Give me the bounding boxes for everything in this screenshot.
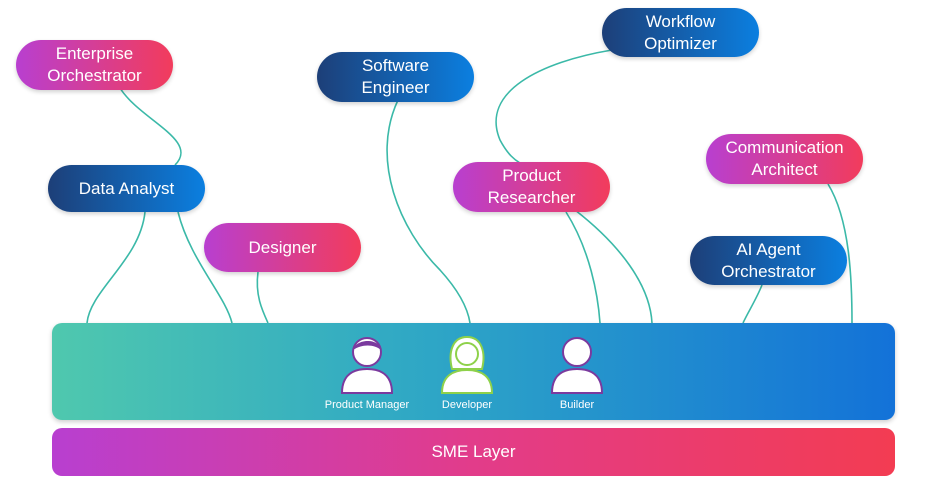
persona-label: Builder bbox=[559, 399, 595, 411]
connector-product-researcher-left bbox=[565, 211, 601, 324]
connector-data-analyst-left bbox=[86, 211, 146, 324]
connector-communication-architect bbox=[827, 183, 853, 324]
role-ai-agent-orchestrator: AI Agent Orchestrator bbox=[690, 236, 847, 285]
role-workflow-optimizer: Workflow Optimizer bbox=[602, 8, 759, 57]
product-manager-icon bbox=[340, 337, 394, 394]
role-product-researcher: Product Researcher bbox=[453, 162, 610, 212]
connector-data-analyst-right bbox=[177, 211, 233, 324]
persona-label: Product Manager bbox=[324, 399, 410, 411]
role-enterprise-orchestrator: Enterprise Orchestrator bbox=[16, 40, 173, 90]
connector-ai-agent-orchestrator bbox=[742, 284, 763, 324]
connector-enterprise-orchestrator bbox=[119, 87, 182, 166]
persona-label: Developer bbox=[441, 399, 493, 411]
sme-layer: SME Layer bbox=[52, 428, 895, 476]
developer-icon bbox=[440, 335, 494, 394]
persona-product-manager: Product Manager bbox=[312, 333, 422, 411]
persona-developer: Developer bbox=[412, 333, 522, 411]
role-communication-architect: Communication Architect bbox=[706, 134, 863, 184]
connector-designer bbox=[256, 271, 269, 324]
role-software-engineer: Software Engineer bbox=[317, 52, 474, 102]
connector-software-engineer bbox=[386, 99, 471, 324]
connector-workflow-optimizer bbox=[495, 49, 613, 164]
connector-product-researcher-right bbox=[574, 209, 653, 324]
persona-builder: Builder bbox=[522, 333, 632, 411]
role-data-analyst: Data Analyst bbox=[48, 165, 205, 212]
builder-icon bbox=[550, 337, 604, 394]
role-designer: Designer bbox=[204, 223, 361, 272]
